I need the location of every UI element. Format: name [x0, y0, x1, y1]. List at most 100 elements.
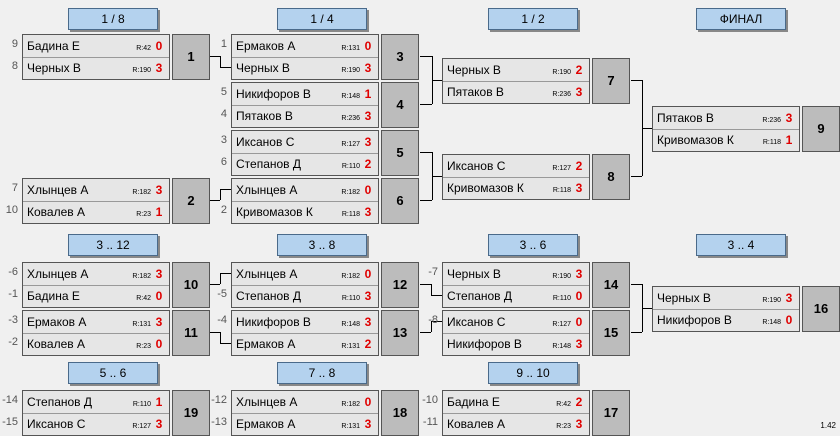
bracket-connector [220, 273, 221, 284]
seed-number: 6 [220, 156, 227, 168]
player-score: 3 [575, 181, 583, 195]
player-name: Ковалев А [27, 337, 85, 351]
player-rating: R:148 [341, 321, 360, 328]
player-rating: R:190 [132, 67, 151, 74]
bracket-connector [209, 332, 220, 333]
player-name: Пятаков В [236, 109, 293, 123]
player-rating: R:23 [556, 423, 571, 430]
bracket-connector [642, 128, 647, 129]
seed-number: -14 [2, 394, 18, 406]
bracket-connector [420, 332, 431, 333]
bracket-connector [220, 56, 221, 67]
bracket-connector [420, 104, 432, 105]
player-name: Иксанов С [236, 135, 295, 149]
round-header: 1 / 2 [488, 8, 578, 30]
match-number: 15 [592, 310, 630, 356]
bracket-connector [631, 332, 642, 333]
match-number: 18 [381, 390, 419, 436]
seed-number: -7 [428, 266, 438, 278]
player-name: Кривомазов К [657, 133, 734, 147]
player-name: Кривомазов К [447, 181, 524, 195]
player-name: Никифоров В [447, 337, 522, 351]
player-score: 0 [155, 39, 163, 53]
player-score: 3 [364, 417, 372, 431]
player-name: Черных В [27, 61, 81, 75]
player-score: 3 [364, 109, 372, 123]
bracket-connector [437, 80, 442, 81]
player-rating: R:127 [552, 321, 571, 328]
player-rating: R:190 [762, 297, 781, 304]
player-name: Хлынцев А [236, 183, 298, 197]
player-score: 3 [785, 291, 793, 305]
player-rating: R:236 [341, 115, 360, 122]
player-rating: R:236 [762, 117, 781, 124]
player-name: Кривомазов К [236, 205, 313, 219]
bracket-connector [209, 284, 220, 285]
player-rating: R:110 [552, 295, 571, 302]
player-rating: R:42 [136, 295, 151, 302]
bracket-connector [420, 56, 432, 57]
player-name: Никифоров В [657, 313, 732, 327]
player-score: 1 [364, 87, 372, 101]
match-number: 19 [172, 390, 210, 436]
player-rating: R:182 [132, 189, 151, 196]
player-rating: R:42 [136, 45, 151, 52]
player-rating: R:110 [341, 295, 360, 302]
match-number: 1 [172, 34, 210, 80]
player-name: Хлынцев А [236, 267, 298, 281]
match-number: 3 [381, 34, 419, 80]
round-header: 9 .. 10 [488, 362, 578, 384]
player-score: 3 [364, 289, 372, 303]
bracket-connector [220, 273, 231, 274]
match-number: 7 [592, 58, 630, 104]
match-number: 6 [381, 178, 419, 224]
round-header: 7 .. 8 [277, 362, 367, 384]
player-rating: R:118 [341, 211, 360, 218]
player-score: 3 [575, 85, 583, 99]
player-name: Хлынцев А [236, 395, 298, 409]
seed-number: 8 [11, 60, 18, 72]
seed-number: 3 [220, 134, 227, 146]
player-name: Хлынцев А [27, 183, 89, 197]
player-name: Ермаков А [236, 337, 296, 351]
match-number: 4 [381, 82, 419, 128]
seed-number: -3 [8, 314, 18, 326]
bracket-connector [209, 56, 220, 57]
player-rating: R:190 [552, 69, 571, 76]
player-rating: R:131 [341, 343, 360, 350]
player-name: Никифоров В [236, 315, 311, 329]
match-number: 9 [802, 106, 840, 152]
round-header: 1 / 4 [277, 8, 367, 30]
player-score: 0 [364, 395, 372, 409]
bracket-connector [647, 308, 652, 309]
player-rating: R:127 [132, 423, 151, 430]
